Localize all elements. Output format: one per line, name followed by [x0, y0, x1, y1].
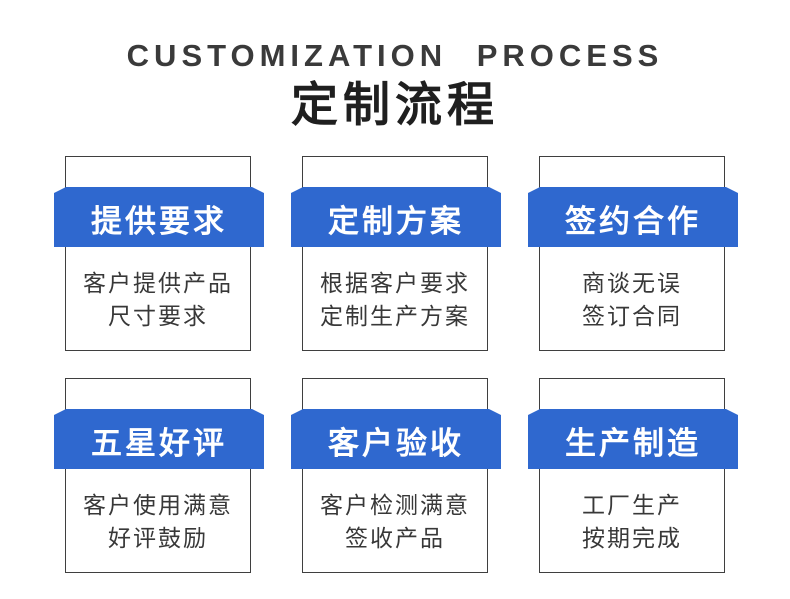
step-title: 定制方案 [328, 204, 464, 239]
step-description-line: 商谈无误 [582, 270, 682, 296]
step-card-provide-requirements: 提供要求 客户提供产品 尺寸要求 [54, 156, 264, 351]
step-card-custom-plan: 定制方案 根据客户要求 定制生产方案 [291, 156, 501, 351]
step-description-line: 定制生产方案 [320, 303, 470, 329]
step-title: 提供要求 [91, 204, 227, 239]
step-description-line: 客户使用满意 [83, 492, 233, 518]
step-description-line: 工厂生产 [582, 492, 682, 518]
step-ribbon: 定制方案 [291, 187, 501, 247]
step-title: 签约合作 [565, 204, 701, 239]
step-ribbon: 五星好评 [54, 409, 264, 469]
step-ribbon: 提供要求 [54, 187, 264, 247]
step-description-line: 按期完成 [582, 525, 682, 551]
step-description-line: 客户检测满意 [320, 492, 470, 518]
step-title: 五星好评 [91, 426, 227, 461]
process-steps-grid: 提供要求 客户提供产品 尺寸要求 定制方案 根据客户要求 定制生产方案 签约合作… [54, 156, 738, 573]
step-description: 根据客户要求 定制生产方案 [303, 247, 487, 350]
step-description-line: 客户提供产品 [83, 270, 233, 296]
step-card-sign-contract: 签约合作 商谈无误 签订合同 [528, 156, 738, 351]
step-card-manufacturing: 生产制造 工厂生产 按期完成 [528, 378, 738, 573]
step-description-line: 根据客户要求 [320, 270, 470, 296]
step-description-line: 签收产品 [345, 525, 445, 551]
step-description-line: 好评鼓励 [108, 525, 208, 551]
step-description: 客户使用满意 好评鼓励 [66, 469, 250, 572]
step-card-five-star-review: 五星好评 客户使用满意 好评鼓励 [54, 378, 264, 573]
page-title-cn: 定制流程 [291, 78, 499, 131]
step-description: 客户检测满意 签收产品 [303, 469, 487, 572]
step-ribbon: 客户验收 [291, 409, 501, 469]
step-description: 工厂生产 按期完成 [540, 469, 724, 572]
step-description-line: 尺寸要求 [108, 303, 208, 329]
step-title: 客户验收 [328, 426, 464, 461]
step-title: 生产制造 [565, 426, 701, 461]
step-ribbon: 生产制造 [528, 409, 738, 469]
step-ribbon: 签约合作 [528, 187, 738, 247]
step-description: 客户提供产品 尺寸要求 [66, 247, 250, 350]
step-description: 商谈无误 签订合同 [540, 247, 724, 350]
step-description-line: 签订合同 [582, 303, 682, 329]
step-card-customer-acceptance: 客户验收 客户检测满意 签收产品 [291, 378, 501, 573]
page-header: CUSTOMIZATION PROCESS 定制流程 [0, 0, 790, 128]
page-title-en: CUSTOMIZATION PROCESS [126, 38, 664, 73]
